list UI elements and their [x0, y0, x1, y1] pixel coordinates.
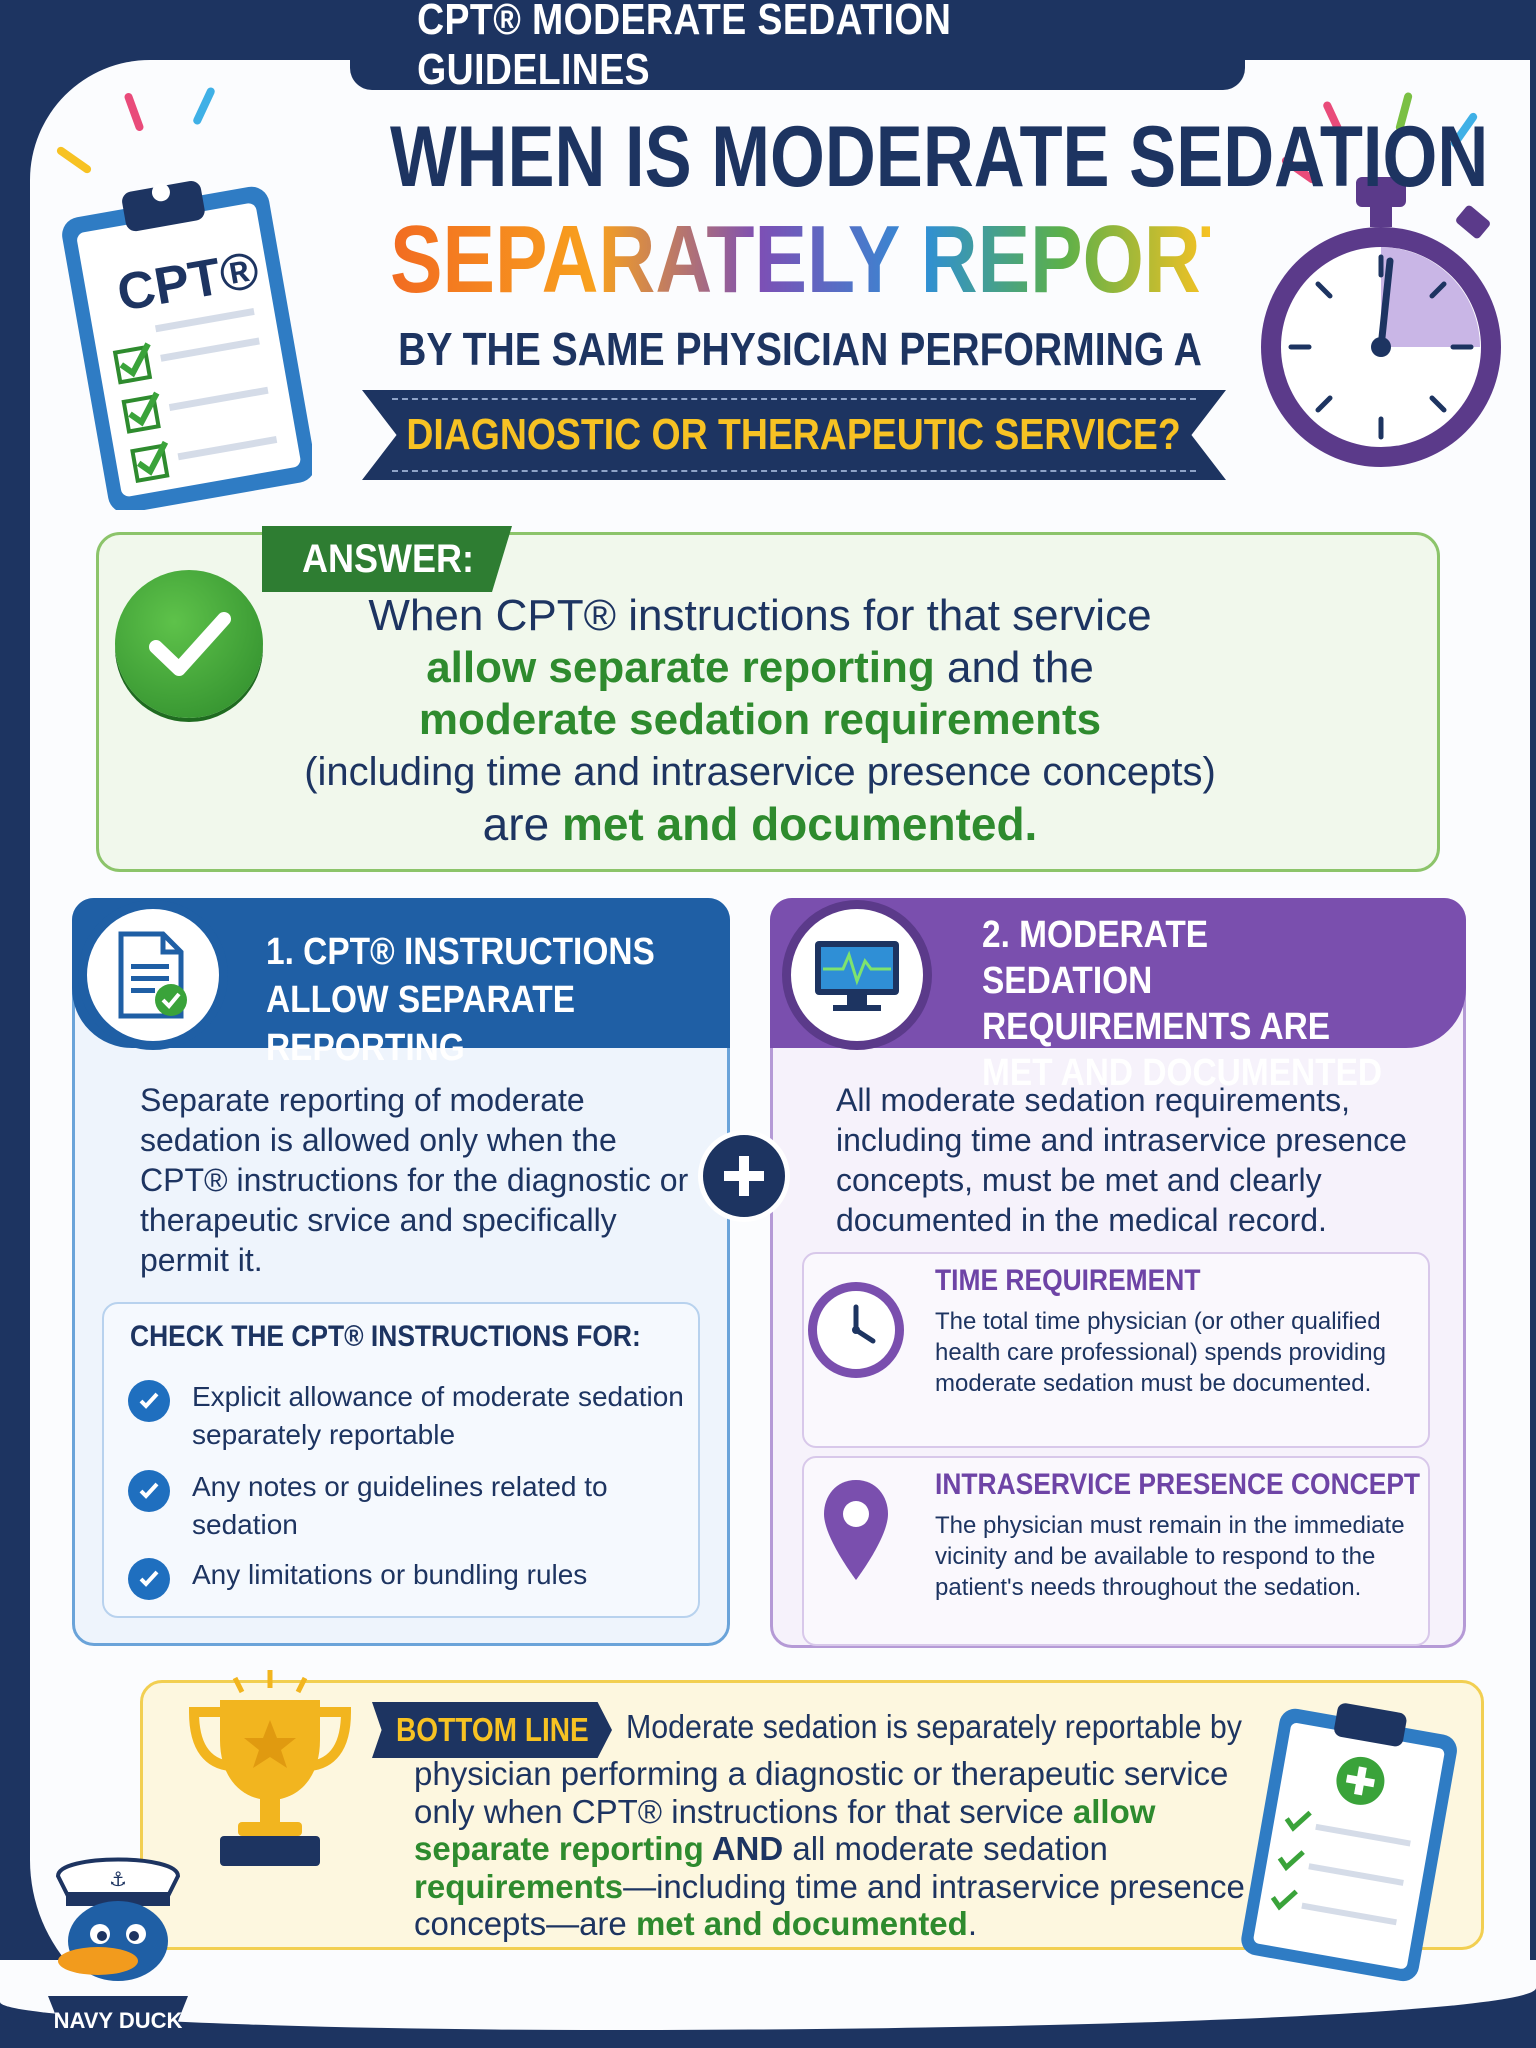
top-banner: CPT® MODERATE SEDATION GUIDELINES: [350, 0, 1245, 94]
answer-line-4: (including time and intraservice presenc…: [304, 750, 1216, 794]
answer-line-1: When CPT® instructions for that service: [368, 591, 1152, 640]
check-icon: [128, 1558, 170, 1600]
checklist-item: Any notes or guidelines related to sedat…: [128, 1468, 688, 1544]
sedation-requirements-card-title: 2. MODERATE SEDATION REQUIREMENTS ARE ME…: [982, 914, 1383, 1094]
check-instructions-panel: [102, 1302, 700, 1618]
trophy-icon: [188, 1670, 352, 1866]
bottom-line-part: .: [967, 1905, 977, 1942]
medical-clipboard-icon: [1241, 1703, 1457, 1982]
answer-line-5-pre: are: [482, 798, 562, 850]
headline-ribbon: DIAGNOSTIC OR THERAPEUTIC SERVICE?: [362, 390, 1226, 480]
document-check-icon: [78, 900, 228, 1050]
bottom-line-tag-label: BOTTOM LINE: [395, 1711, 589, 1748]
answer-line-5-green: met and documented.: [561, 798, 1038, 850]
headline-line-2: SEPARATELY REPORTABLE: [390, 206, 1458, 313]
headline-line-3: BY THE SAME PHYSICIAN PERFORMING A: [398, 323, 1202, 375]
time-requirement-title: TIME REQUIREMENT: [935, 1264, 1201, 1297]
check-icon: [128, 1380, 170, 1422]
sedation-requirements-card-body: All moderate sedation requirements, incl…: [836, 1082, 1407, 1238]
checklist-item-text: Explicit allowance of moderate sedation …: [192, 1381, 684, 1450]
checklist-item: Explicit allowance of moderate sedation …: [128, 1378, 688, 1454]
answer-line-3: moderate sedation requirements: [418, 695, 1102, 744]
bottom-line-tag: BOTTOM LINE: [372, 1702, 612, 1758]
monitor-heartbeat-icon: [782, 900, 932, 1050]
svg-text:⚓: ⚓: [109, 1867, 127, 1891]
answer-tag-label: ANSWER:: [302, 536, 474, 581]
bottom-line-green-part: met and documented: [635, 1905, 968, 1942]
answer-text: When CPT® instructions for that service …: [260, 590, 1260, 850]
check-instructions-title: CHECK THE CPT® INSTRUCTIONS FOR:: [130, 1320, 641, 1353]
answer-line-2-rest: and the: [934, 643, 1094, 692]
intraservice-presence-body: The physician must remain in the immedia…: [935, 1512, 1405, 1601]
checklist-item: Any limitations or bundling rules: [128, 1556, 688, 1600]
stopwatch-icon: [1261, 177, 1501, 467]
check-circle-icon: [115, 570, 263, 718]
bottom-line-green-part: requirements: [414, 1867, 624, 1905]
bottom-line-part: all moderate sedation: [783, 1830, 1108, 1867]
checklist-item-text: Any limitations or bundling rules: [192, 1559, 588, 1590]
bottom-line-green-part: allow separate reporting: [414, 1792, 1156, 1868]
bottom-line-part: physician performing a diagnostic or the…: [414, 1755, 1229, 1830]
cpt-instructions-card-title: 1. CPT® INSTRUCTIONS ALLOW SEPARATE REPO…: [266, 931, 655, 1069]
checklist-item-text: Any notes or guidelines related to sedat…: [192, 1471, 608, 1540]
time-requirement-panel: [802, 1252, 1430, 1448]
time-requirement-body: The total time physician (or other quali…: [935, 1308, 1386, 1397]
cpt-instructions-card-body: Separate reporting of moderate sedation …: [140, 1082, 689, 1278]
location-pin-icon: [824, 1480, 888, 1580]
mascot-label: NAVY DUCK: [54, 2008, 183, 2033]
bottom-line-bold-part: AND: [703, 1830, 784, 1867]
answer-tag: ANSWER:: [262, 526, 512, 592]
bottom-line-first-line: Moderate sedation is separately reportab…: [626, 1708, 1242, 1745]
bottom-line-part: —including time and intraservice presenc…: [414, 1867, 1245, 1943]
navy-duck-mascot-logo: ⚓ NAVY DUCK: [48, 1857, 188, 2041]
plus-icon: [698, 1130, 790, 1222]
check-icon: [128, 1470, 170, 1512]
answer-line-2: allow separate reporting and the: [260, 642, 1260, 694]
top-banner-title: CPT® MODERATE SEDATION GUIDELINES: [417, 0, 952, 94]
answer-line-2-green: allow separate reporting: [426, 643, 935, 692]
intraservice-presence-panel: [802, 1456, 1430, 1646]
headline-ribbon-text: DIAGNOSTIC OR THERAPEUTIC SERVICE?: [406, 410, 1182, 459]
answer-line-5: are met and documented.: [260, 798, 1260, 850]
clock-icon: [808, 1282, 904, 1378]
intraservice-presence-title: INTRASERVICE PRESENCE CONCEPT: [935, 1468, 1421, 1501]
bottom-line-text: physician performing a diagnostic or the…: [414, 1755, 1254, 1943]
headline-line-1: WHEN IS MODERATE SEDATION: [390, 109, 1489, 205]
clipboard-checklist-icon: CPT®: [62, 181, 312, 510]
